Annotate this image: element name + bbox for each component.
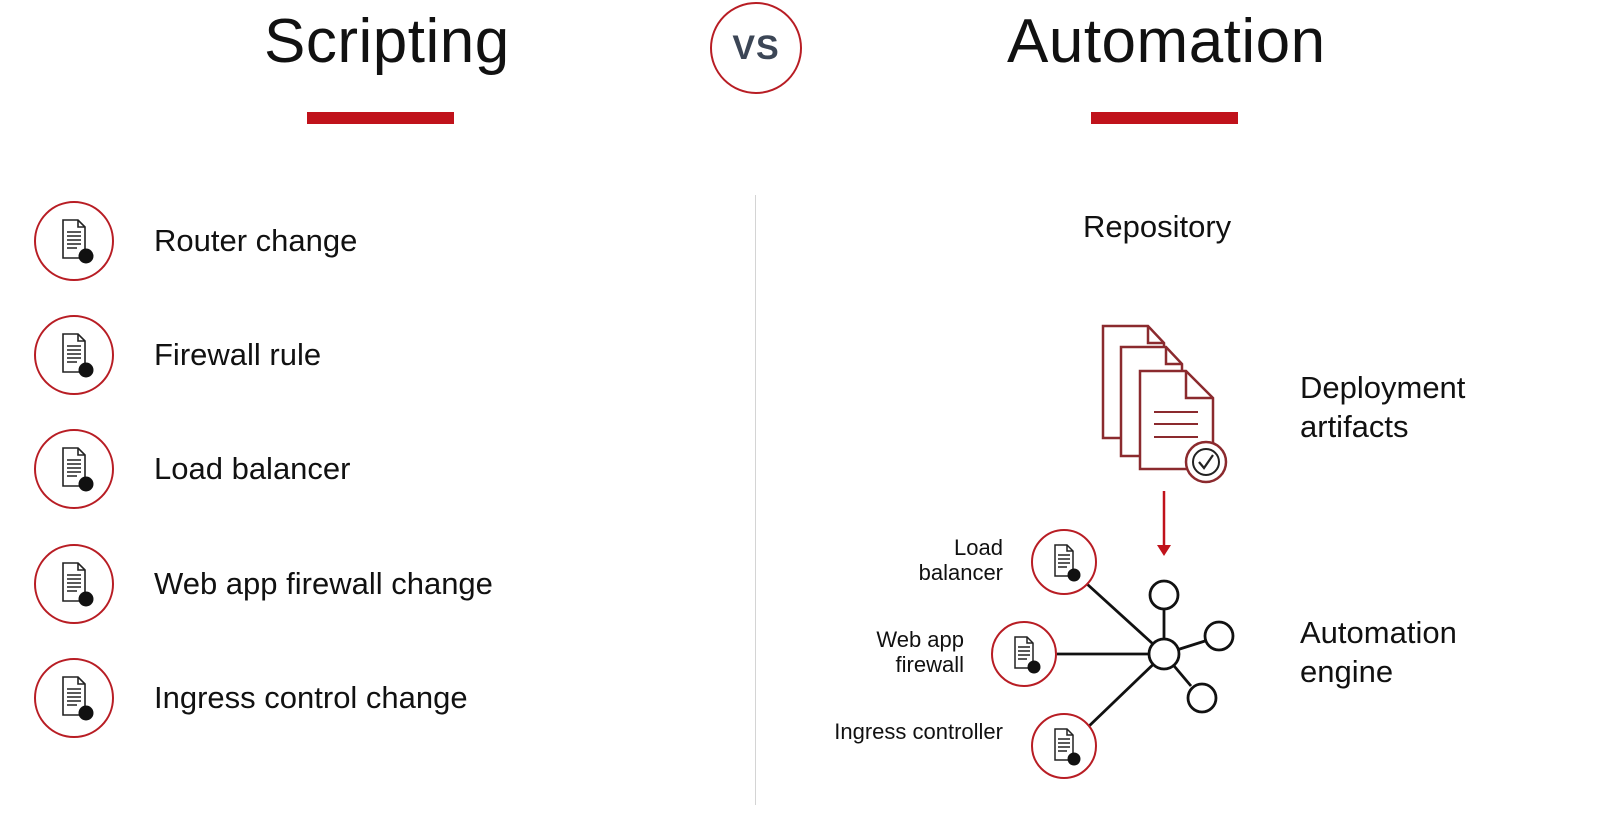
scripting-item-label: Ingress control change bbox=[154, 680, 468, 715]
scripting-title: Scripting bbox=[264, 7, 510, 76]
target-label-load-balancer: Load balancer bbox=[919, 535, 1003, 585]
checkmark-badge-icon bbox=[1184, 440, 1228, 484]
node-circle bbox=[1203, 620, 1235, 652]
hub-nodes bbox=[1147, 579, 1235, 714]
target-label-line1: Load bbox=[954, 535, 1003, 560]
document-icon bbox=[34, 658, 114, 738]
automation-title-underline bbox=[1091, 112, 1238, 124]
target-label-line1: Ingress controller bbox=[834, 719, 1003, 744]
repository-label: Repository bbox=[1083, 209, 1232, 244]
target-label-ingress-controller: Ingress controller bbox=[834, 719, 1003, 744]
document-icon bbox=[34, 429, 114, 509]
document-icon bbox=[34, 201, 114, 281]
node-circle bbox=[1148, 579, 1180, 611]
document-icon bbox=[1031, 529, 1097, 595]
scripting-item-load-balancer: Load balancer bbox=[34, 429, 351, 509]
target-label-line2: balancer bbox=[918, 560, 1003, 585]
target-label-line1: Web app bbox=[876, 627, 964, 652]
target-label-line2: firewall bbox=[895, 652, 964, 677]
column-divider bbox=[755, 195, 756, 805]
scripting-item-ingress-control-change: Ingress control change bbox=[34, 658, 468, 738]
deployment-artifacts-label-line2: artifacts bbox=[1300, 409, 1409, 444]
scripting-item-label: Router change bbox=[154, 223, 358, 258]
automation-engine-label-line2: engine bbox=[1300, 654, 1394, 689]
deployment-artifacts-label-line1: Deployment bbox=[1300, 370, 1466, 405]
down-arrow-icon bbox=[1157, 491, 1171, 556]
scripting-title-underline bbox=[307, 112, 454, 124]
vs-badge: VS bbox=[710, 2, 802, 94]
hub-spokes bbox=[1057, 582, 1206, 730]
document-icon bbox=[1031, 713, 1097, 779]
document-icon bbox=[34, 315, 114, 395]
scripting-item-label: Firewall rule bbox=[154, 337, 322, 372]
hub-center-circle bbox=[1147, 637, 1181, 671]
target-label-web-app-firewall: Web app firewall bbox=[876, 627, 964, 677]
document-icon bbox=[991, 621, 1057, 687]
scripting-item-label: Web app firewall change bbox=[154, 566, 493, 601]
automation-title: Automation bbox=[1007, 7, 1326, 76]
vs-label: VS bbox=[732, 28, 780, 67]
scripting-item-firewall-rule: Firewall rule bbox=[34, 315, 321, 395]
automation-engine-label: Automation engine bbox=[1300, 613, 1457, 691]
document-icon bbox=[34, 544, 114, 624]
scripting-item-label: Load balancer bbox=[154, 451, 351, 486]
node-circle bbox=[1186, 682, 1218, 714]
automation-engine-label-line1: Automation bbox=[1300, 615, 1457, 650]
scripting-item-router-change: Router change bbox=[34, 201, 357, 281]
deployment-artifacts-label: Deployment artifacts bbox=[1300, 368, 1465, 446]
scripting-item-web-app-firewall-change: Web app firewall change bbox=[34, 544, 493, 624]
